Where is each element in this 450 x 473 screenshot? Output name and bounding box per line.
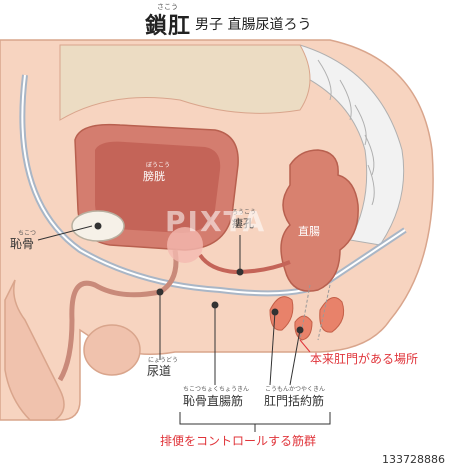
fistula-label: 瘻孔 [232, 217, 254, 230]
normal-anus-label: 本来肛門がある場所 [310, 352, 419, 366]
prostate-area [167, 227, 203, 263]
anal-sphincter-leader-right [289, 329, 301, 386]
bladder-ruby: ぼうこう [146, 162, 171, 169]
genital [4, 279, 65, 421]
image-id: 133728886 [379, 452, 448, 467]
title-ruby: さこう [157, 3, 178, 11]
fistula-ruby: ろうこう [232, 209, 257, 216]
urethra-path [57, 249, 179, 382]
puborectalis-ruby: ちこつちょくちょうきん [183, 386, 250, 393]
page-subtitle: 男子 直腸尿道ろう [195, 17, 312, 33]
normal-anus-leader [299, 339, 311, 353]
urethra-ruby: にょうどう [148, 357, 179, 364]
pubic-bone-ruby: ちこつ [18, 230, 37, 237]
pubic-bone-label: 恥骨 [10, 237, 35, 251]
bladder-inner [95, 141, 221, 233]
anal-sphincter-left [269, 296, 294, 331]
muscle-group-bracket [179, 412, 331, 432]
scrotum [83, 324, 141, 376]
puborectalis-label: 恥骨直腸筋 [183, 394, 244, 408]
page-title: 鎖肛 [145, 14, 192, 39]
bladder-label: 膀胱 [143, 170, 165, 183]
footer-caption: 排便をコントロールする筋群 [160, 434, 317, 448]
urethra-label: 尿道 [147, 364, 172, 378]
anal-sphincter-leader-left [269, 311, 276, 386]
watermark: PIXTA [165, 205, 267, 238]
pubic-bone-leader [37, 225, 93, 241]
anal-sphincter-ruby: こうもんかつやくきん [265, 386, 326, 393]
anal-sphincter-label: 肛門括約筋 [264, 394, 325, 408]
fistula-channel [198, 253, 291, 275]
abdominal-region [59, 44, 311, 121]
rectum [280, 149, 359, 292]
rectum-label: 直腸 [298, 225, 320, 238]
